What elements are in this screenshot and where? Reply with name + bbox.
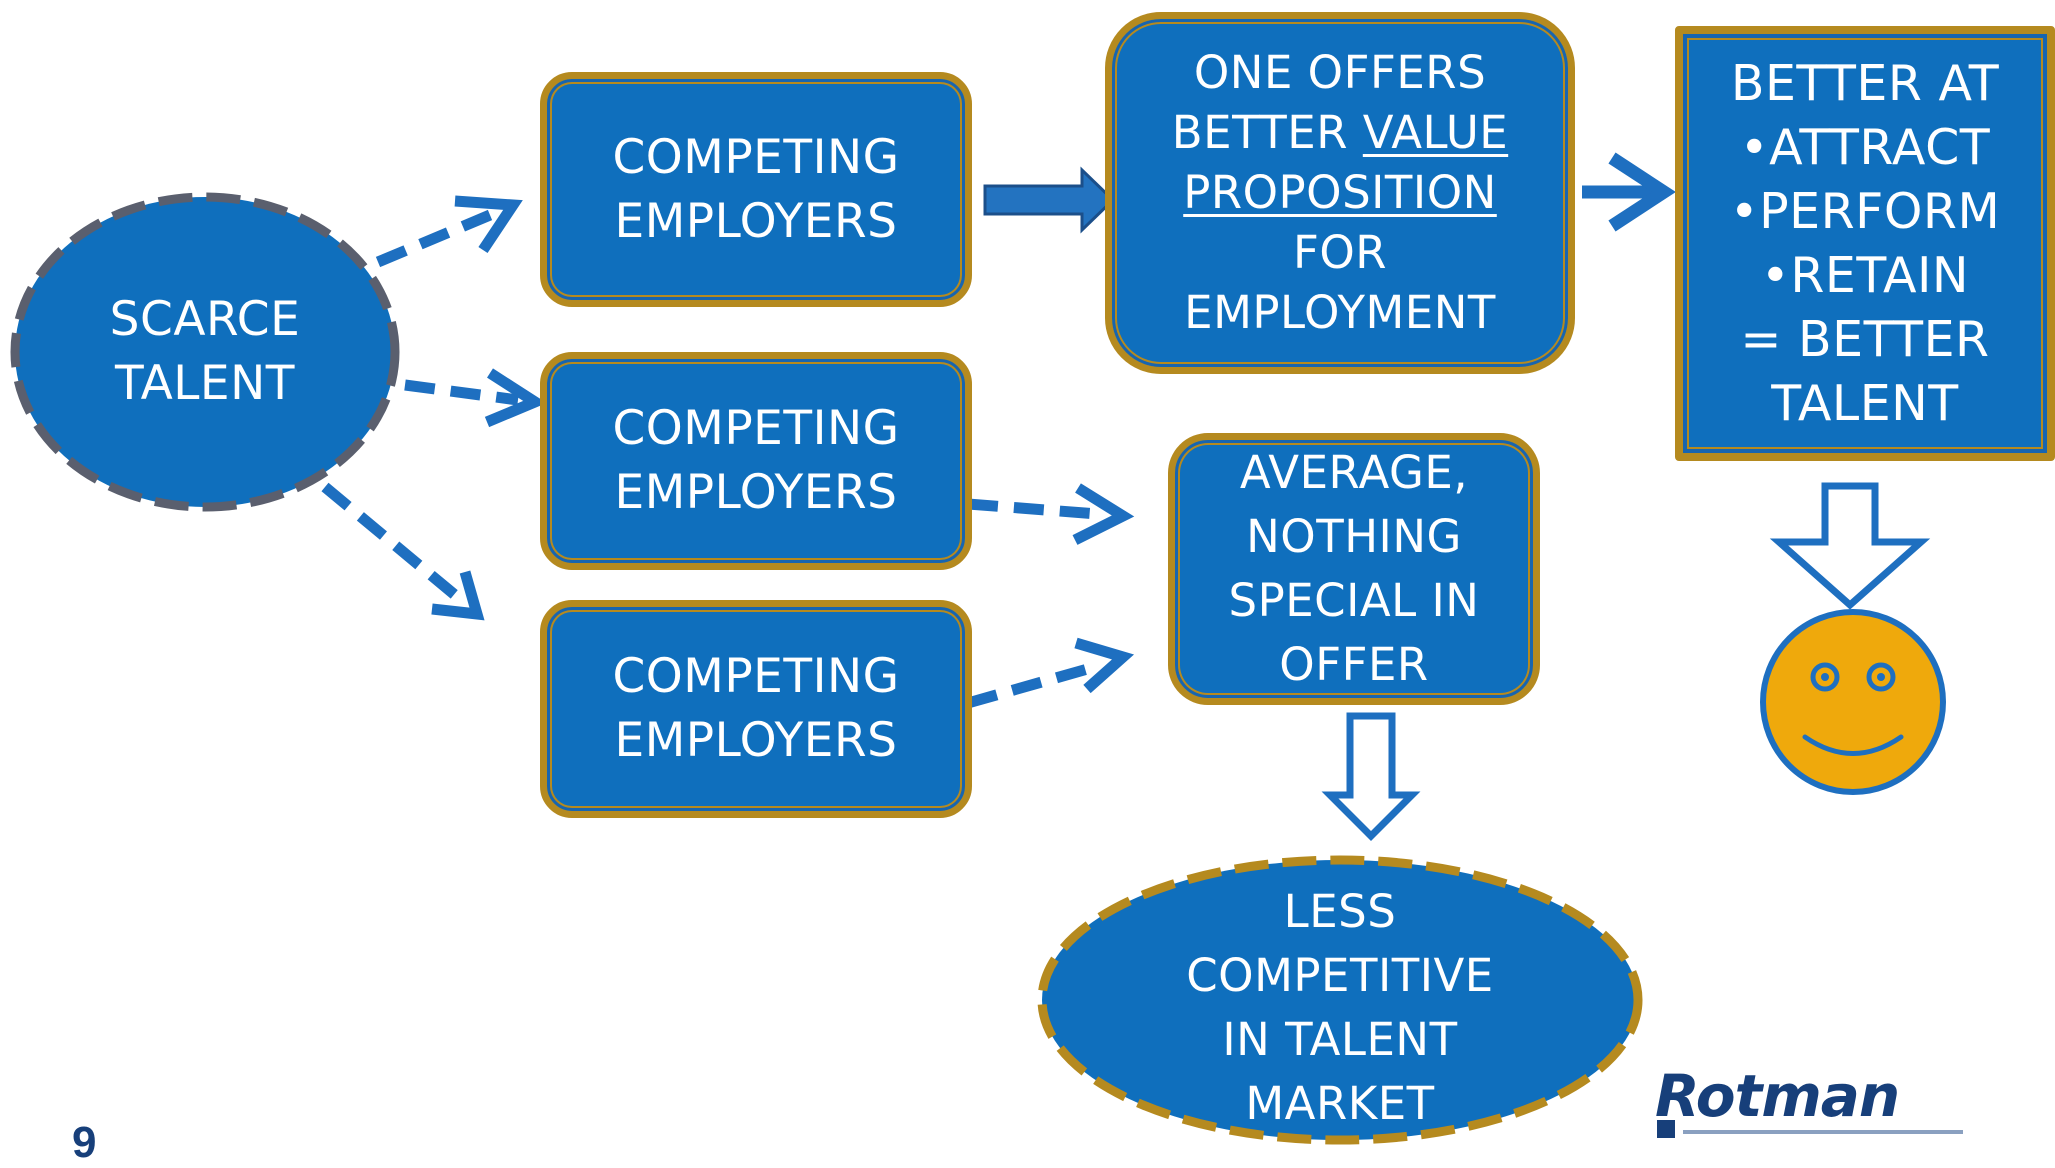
competing-3-line-2: EMPLOYERS bbox=[614, 713, 898, 768]
bullet-icon: • bbox=[1729, 182, 1760, 240]
average-offer-box: AVERAGE, NOTHING SPECIAL IN OFFER bbox=[1168, 433, 1540, 705]
block-arrow-to-one-offers bbox=[983, 166, 1116, 234]
one-offers-line-1: ONE OFFERS bbox=[1193, 46, 1487, 99]
hollow-down-arrow-icon bbox=[1769, 482, 1931, 610]
average-line-1: AVERAGE, bbox=[1239, 446, 1469, 499]
dashed-arrow-down-right bbox=[321, 482, 485, 621]
bullet-icon: • bbox=[1760, 246, 1791, 304]
average-line-4: OFFER bbox=[1279, 638, 1429, 691]
less-competitive-node: LESS COMPETITIVE IN TALENT MARKET bbox=[1042, 870, 1638, 1142]
page-number: 9 bbox=[72, 1118, 97, 1167]
competing-2-line-2: EMPLOYERS bbox=[614, 465, 898, 520]
better-at-box: BETTER AT •ATTRACT •PERFORM •RETAIN = BE… bbox=[1675, 26, 2055, 461]
less-competitive-line-1: LESS bbox=[1283, 885, 1397, 938]
bullet-icon: • bbox=[1739, 118, 1770, 176]
better-at-result-line-1: = BETTER bbox=[1740, 310, 1990, 368]
one-offers-line-4: FOR bbox=[1292, 226, 1388, 279]
competing-3-line-1: COMPETING bbox=[612, 649, 900, 704]
competing-1-line-1: COMPETING bbox=[612, 129, 900, 185]
better-at-result-line-2: TALENT bbox=[1771, 374, 1959, 432]
dashed-arrow-competing-3-to-average bbox=[966, 637, 1135, 709]
one-offers-box: ONE OFFERS BETTER VALUE PROPOSITION FOR … bbox=[1105, 12, 1575, 374]
bullet-item-perform: •PERFORM bbox=[1730, 180, 2001, 244]
better-at-title: BETTER AT bbox=[1730, 54, 2000, 112]
rotman-logo-crest-icon bbox=[1657, 1120, 1963, 1138]
scarce-talent-node: SCARCE TALENT bbox=[15, 197, 395, 507]
connectors-layer bbox=[10, 152, 1946, 1145]
scarce-talent-ellipse-shape bbox=[10, 192, 400, 512]
bullet-text-attract: ATTRACT bbox=[1769, 118, 1991, 176]
bullet-item-attract: •ATTRACT bbox=[1740, 116, 1991, 180]
one-offers-line-2-prefix: BETTER bbox=[1171, 106, 1363, 159]
proposition-underlined-text: PROPOSITION bbox=[1183, 166, 1497, 219]
scarce-talent-line-1: SCARCE bbox=[109, 292, 301, 347]
less-competitive-line-2: COMPETITIVE bbox=[1186, 949, 1494, 1002]
scarce-talent-line-2: TALENT bbox=[115, 356, 295, 411]
bullet-text-perform: PERFORM bbox=[1759, 182, 2001, 240]
hollow-down-arrow-icon bbox=[1321, 712, 1421, 841]
average-line-2: NOTHING bbox=[1246, 510, 1462, 563]
one-offers-line-2: BETTER VALUE bbox=[1172, 103, 1508, 163]
less-competitive-line-3: IN TALENT bbox=[1222, 1013, 1458, 1066]
value-underlined-text: VALUE bbox=[1362, 106, 1509, 159]
competing-1-line-2: EMPLOYERS bbox=[614, 193, 898, 249]
average-line-3: SPECIAL IN bbox=[1228, 574, 1480, 627]
competing-2-line-1: COMPETING bbox=[612, 401, 900, 456]
chevron-arrow-to-better-at bbox=[1582, 152, 1676, 232]
competing-employers-box-2: COMPETING EMPLOYERS bbox=[540, 352, 972, 570]
dashed-arrow-competing-2-to-average bbox=[967, 483, 1135, 545]
one-offers-line-5: EMPLOYMENT bbox=[1184, 286, 1496, 339]
bullet-text-retain: RETAIN bbox=[1790, 246, 1970, 304]
competing-employers-box-1: COMPETING EMPLOYERS bbox=[540, 72, 972, 307]
less-competitive-ellipse-shape bbox=[1037, 855, 1643, 1145]
bullet-item-retain: •RETAIN bbox=[1761, 244, 1969, 308]
competing-employers-box-3: COMPETING EMPLOYERS bbox=[540, 600, 972, 818]
smiley-face-icon bbox=[1760, 609, 1946, 795]
less-competitive-line-4: MARKET bbox=[1245, 1077, 1435, 1130]
rotman-logo: Rotman bbox=[1655, 1062, 1900, 1130]
dashed-arrow-to-competing-1 bbox=[375, 195, 523, 268]
slide: SCARCE TALENT COMPETING EMPLOYERS COMPET… bbox=[10, 12, 2055, 1167]
dashed-arrow-to-competing-2 bbox=[404, 368, 547, 428]
